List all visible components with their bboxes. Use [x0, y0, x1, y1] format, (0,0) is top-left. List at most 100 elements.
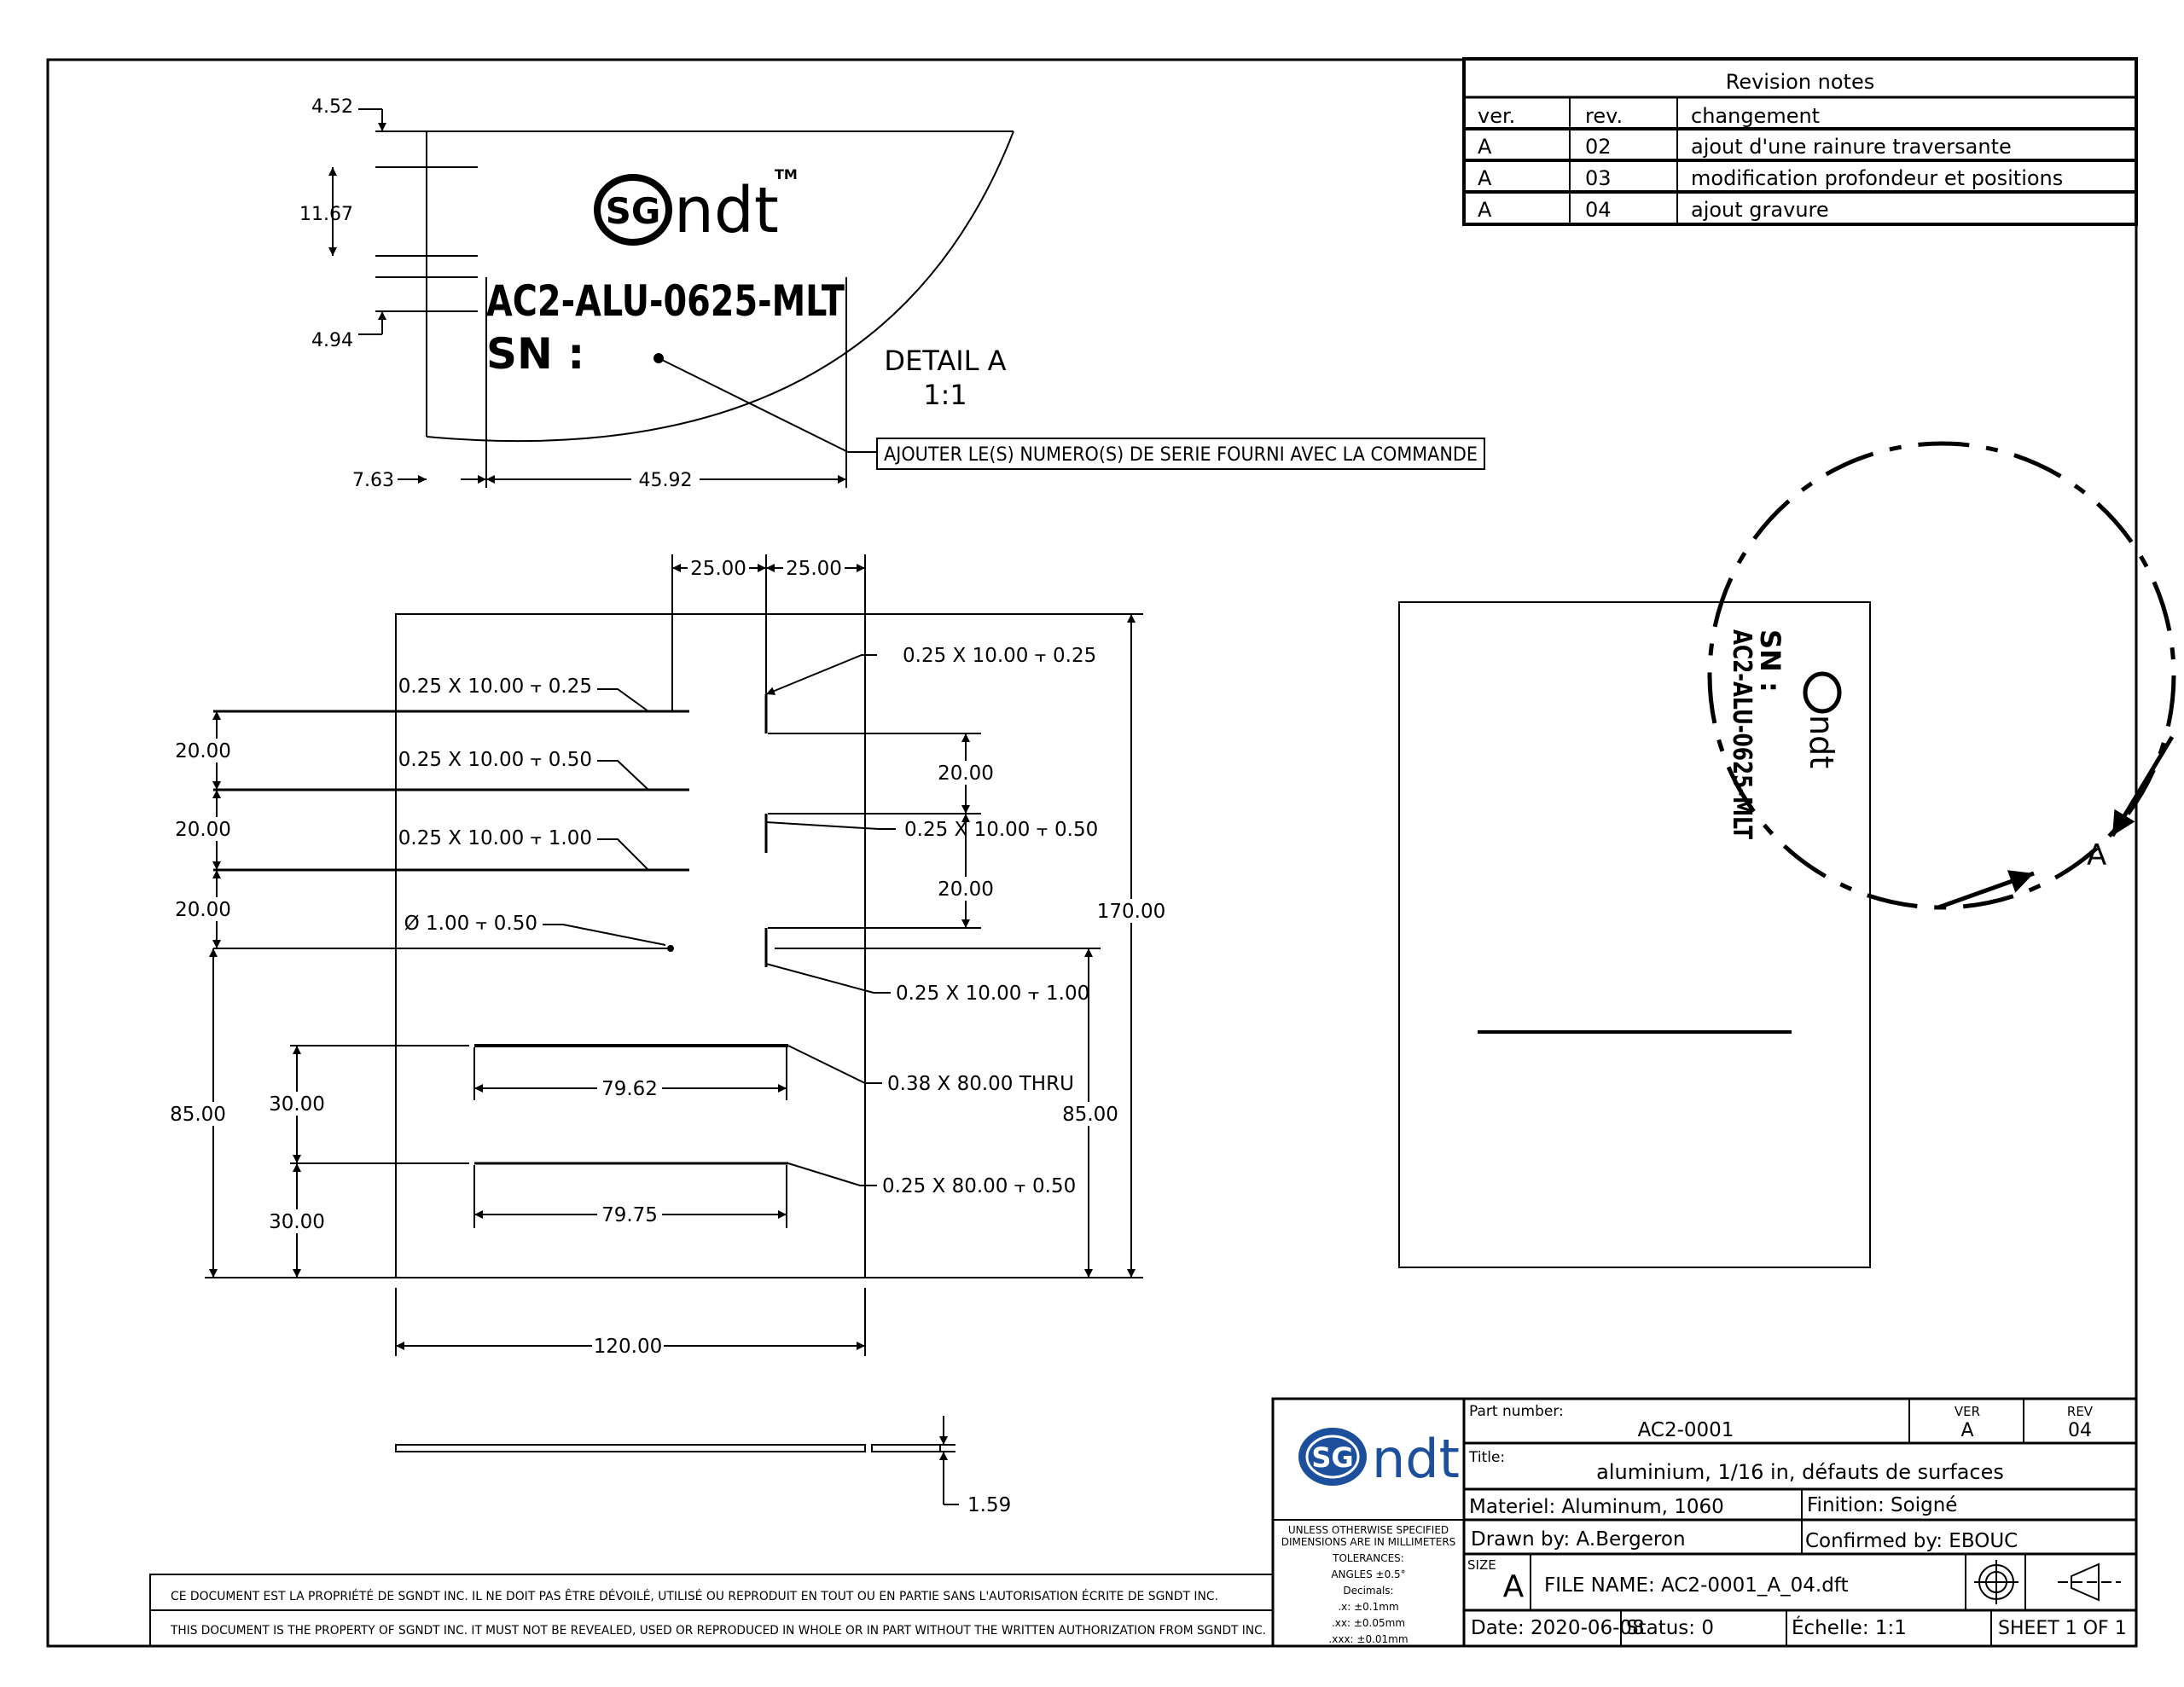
engraved-part-number: AC2-ALU-0625-MLT	[486, 276, 845, 326]
detail-a-scale: 1:1	[923, 379, 967, 411]
callout-left-2: 0.25 X 10.00 ⫟ 0.50	[398, 749, 592, 771]
engraved-logo-text: ndt	[674, 174, 779, 247]
revision-header-change: changement	[1691, 104, 1820, 128]
detail-a-view	[328, 108, 1014, 488]
dim-4-94: 4.94	[311, 330, 353, 351]
disclaimer-en: THIS DOCUMENT IS THE PROPERTY OF SGNDT I…	[170, 1624, 1266, 1638]
callout-right-3: 0.25 X 10.00 ⫟ 1.00	[896, 983, 1089, 1005]
revision-row-ver: A	[1478, 135, 1492, 159]
dim-120: 120.00	[594, 1336, 662, 1358]
revision-row-rev: 04	[1585, 198, 1612, 222]
size-label: SIZE	[1467, 1557, 1496, 1573]
drawing-border	[46, 58, 2138, 1648]
dim-85-right: 85.00	[1062, 1104, 1118, 1126]
title-logo-text: ndt	[1372, 1428, 1460, 1490]
tolerance-line: UNLESS OTHERWISE SPECIFIED	[1288, 1524, 1449, 1536]
dim-20-a: 20.00	[175, 740, 231, 762]
file-name-field: FILE NAME: AC2-0001_A_04.dft	[1544, 1574, 1849, 1597]
engraved-logo-mark: SG	[606, 190, 661, 232]
material-field: Materiel: Aluminum, 1060	[1469, 1496, 1724, 1518]
revision-row-change: ajout gravure	[1691, 198, 1829, 222]
dim-85-left: 85.00	[170, 1104, 226, 1126]
dim-20-c: 20.00	[175, 899, 231, 921]
serial-note: AJOUTER LE(S) NUMERO(S) DE SERIE FOURNI …	[884, 444, 1478, 466]
detail-a-title: DETAIL A	[884, 345, 1006, 377]
revision-row-ver: A	[1478, 198, 1492, 222]
tolerance-line: .xxx: ±0.01mm	[1328, 1633, 1408, 1645]
back-engraving: SN : AC2-ALU-0625-MLT ndt	[1727, 629, 1842, 839]
part-number: AC2-0001	[1638, 1419, 1734, 1441]
main-view	[205, 554, 1143, 1505]
title-block-logo: SG ndt	[1298, 1428, 1460, 1490]
dim-170: 170.00	[1097, 901, 1165, 923]
detail-a-marker: A	[2087, 838, 2106, 872]
callout-right-1: 0.25 X 10.00 ⫟ 0.25	[903, 645, 1096, 667]
revision-header-ver: ver.	[1478, 104, 1515, 128]
title-label: Title:	[1468, 1449, 1505, 1466]
callout-left-3: 0.25 X 10.00 ⫟ 1.00	[398, 827, 592, 849]
rev-value: 04	[2068, 1420, 2092, 1441]
tolerance-line: .x: ±0.1mm	[1338, 1601, 1398, 1613]
serial-note-box	[876, 438, 1485, 470]
revision-row-ver: A	[1478, 166, 1492, 190]
revision-header-rev: rev.	[1585, 104, 1623, 128]
callout-right-thru: 0.38 X 80.00 THRU	[887, 1073, 1074, 1095]
tolerance-line: Decimals:	[1343, 1585, 1393, 1597]
engraved-serial-label: SN :	[486, 329, 584, 379]
detail-boundary-arc	[426, 130, 1014, 443]
disclaimer-block: CE DOCUMENT EST LA PROPRIÉTÉ DE SGNDT IN…	[149, 1574, 1274, 1647]
ver-label: VER	[1955, 1404, 1980, 1419]
dim-25-right: 25.00	[786, 558, 842, 580]
back-logo-text: ndt	[1803, 715, 1840, 768]
tolerance-notes: UNLESS OTHERWISE SPECIFIED DIMENSIONS AR…	[1281, 1524, 1456, 1645]
revision-row-rev: 02	[1585, 135, 1612, 159]
revision-table: Revision notes ver. rev. changement A 02…	[1462, 57, 2138, 226]
revision-row-change: modification profondeur et positions	[1691, 166, 2063, 190]
dim-30-a: 30.00	[269, 1093, 325, 1116]
callout-left-1: 0.25 X 10.00 ⫟ 0.25	[398, 675, 592, 698]
plate-outline	[395, 613, 866, 1278]
main-view-dimensions: 25.00 25.00 20.00 20.00 20.00 85.00 30.0…	[170, 558, 1165, 1516]
engraved-logo: SG ndt TM	[594, 166, 798, 247]
dim-79-62: 79.62	[601, 1078, 658, 1100]
back-serial-label: SN :	[1754, 629, 1786, 693]
side-view-plate	[395, 1444, 866, 1452]
dim-7-63: 7.63	[352, 470, 394, 491]
drawn-by-field: Drawn by: A.Bergeron	[1471, 1528, 1686, 1551]
revision-row-rev: 03	[1585, 166, 1612, 190]
dim-20-right-a: 20.00	[938, 762, 994, 785]
dim-20-b: 20.00	[175, 819, 231, 841]
callout-right-4: 0.25 X 80.00 ⫟ 0.50	[882, 1175, 1076, 1197]
part-number-label: Part number:	[1469, 1403, 1564, 1420]
callout-left-hole: Ø 1.00 ⫟ 0.50	[404, 913, 537, 935]
back-part-number: AC2-ALU-0625-MLT	[1727, 629, 1757, 839]
dim-thickness-1-59: 1.59	[967, 1494, 1011, 1516]
dim-30-b: 30.00	[269, 1211, 325, 1233]
title-block	[1271, 1397, 2138, 1648]
confirmed-by-field: Confirmed by: EBOUC	[1805, 1530, 2018, 1552]
title-block-fields: Part number: AC2-0001 VER A REV 04 Title…	[1467, 1403, 2127, 1639]
dim-45-92: 45.92	[639, 470, 693, 491]
tolerance-line: .xx: ±0.05mm	[1332, 1617, 1405, 1629]
tolerance-line: ANGLES ±0.5°	[1331, 1568, 1405, 1580]
engraved-logo-tm: TM	[775, 166, 798, 183]
back-plate-outline	[1398, 601, 1871, 1268]
title-logo-mark: SG	[1311, 1441, 1353, 1474]
projection-symbol-frustum	[2071, 1562, 2100, 1602]
disclaimer-fr: CE DOCUMENT EST LA PROPRIÉTÉ DE SGNDT IN…	[171, 1588, 1218, 1603]
date-field: Date: 2020-06-08	[1471, 1617, 1645, 1639]
status-field: Status: 0	[1626, 1617, 1714, 1639]
hole-mark	[667, 945, 674, 952]
tolerance-line: TOLERANCES:	[1332, 1552, 1404, 1564]
rev-label: REV	[2067, 1404, 2094, 1419]
back-view	[1398, 441, 2176, 1268]
side-view-plate-end	[871, 1444, 941, 1452]
dim-25-left: 25.00	[690, 558, 746, 580]
dim-11-67: 11.67	[299, 204, 353, 225]
revision-table-title: Revision notes	[1726, 70, 1875, 94]
detail-a-arrow-bottom	[1937, 870, 2035, 910]
dim-20-right-b: 20.00	[938, 878, 994, 901]
sheet-field: SHEET 1 OF 1	[1998, 1618, 2127, 1639]
drawing-title: aluminium, 1/16 in, défauts de surfaces	[1596, 1460, 2004, 1484]
